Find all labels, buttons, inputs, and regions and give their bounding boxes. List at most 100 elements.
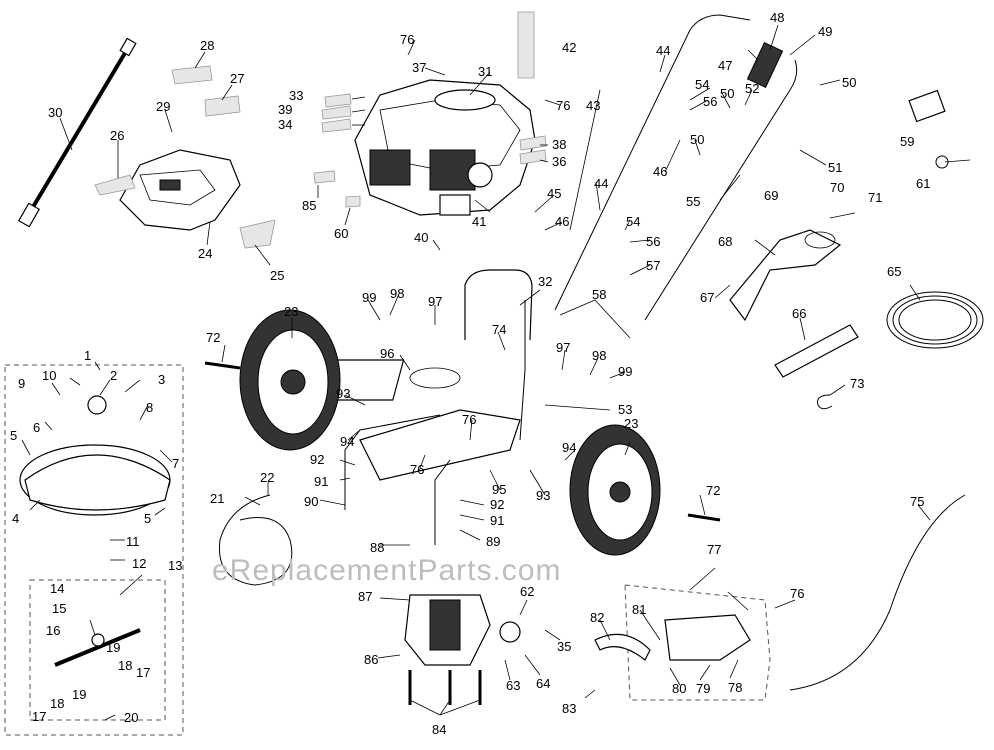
handle [554,14,798,321]
callout-69: 69 [764,188,778,203]
callout-33: 33 [289,88,303,103]
callout-47: 47 [718,58,732,73]
callout-5a: 5 [10,428,17,443]
callout-58: 58 [592,287,606,302]
spray-bar-13 [54,628,141,667]
callout-87: 87 [358,589,372,604]
callout-12: 12 [132,556,146,571]
callout-76e: 76 [790,586,804,601]
decal-39 [321,105,352,120]
callout-84: 84 [432,722,446,737]
callout-40: 40 [414,230,428,245]
callout-50b: 50 [720,86,734,101]
callout-37: 37 [412,60,426,75]
callout-55: 55 [686,194,700,209]
callout-18b: 18 [118,658,132,673]
callout-94b: 94 [562,440,576,455]
callout-63: 63 [506,678,520,693]
callout-50a: 50 [842,75,856,90]
callout-23b: 23 [624,416,638,431]
callout-17b: 17 [136,665,150,680]
callout-92b: 92 [490,497,504,512]
callout-76d: 76 [410,462,424,477]
callout-42: 42 [562,40,576,55]
callout-48: 48 [770,10,784,25]
callout-93b: 93 [536,488,550,503]
callout-9: 9 [18,376,25,391]
callout-15: 15 [52,601,66,616]
callout-86: 86 [364,652,378,667]
callout-90: 90 [304,494,318,509]
callout-2: 2 [110,368,117,383]
callout-76a: 76 [400,32,414,47]
callout-98b: 98 [592,348,606,363]
callout-62: 62 [520,584,534,599]
decal-27 [204,95,241,117]
callout-22: 22 [260,470,274,485]
callout-99b: 99 [618,364,632,379]
callout-19a: 19 [72,687,86,702]
callout-45: 45 [547,186,561,201]
callout-1: 1 [84,348,91,363]
decal-60 [345,195,361,208]
callout-91a: 91 [314,474,328,489]
callout-30: 30 [48,105,62,120]
callout-97b: 97 [556,340,570,355]
callout-85: 85 [302,198,316,213]
nozzle-59 [908,89,946,123]
wheel-left [239,309,341,451]
callout-50c: 50 [690,132,704,147]
callout-36: 36 [552,154,566,169]
callout-70: 70 [830,180,844,195]
callout-8: 8 [146,400,153,415]
callout-78: 78 [728,680,742,695]
callout-72b: 72 [706,483,720,498]
wheel-right [569,424,661,556]
callout-94a: 94 [340,434,354,449]
engine [354,79,536,216]
callout-49: 49 [818,24,832,39]
callout-21: 21 [210,491,224,506]
callout-56a: 56 [703,94,717,109]
axle-72-right [687,513,721,522]
callout-72a: 72 [206,330,220,345]
leader-lines [21,24,971,721]
watermark: eReplacementParts.com [212,554,561,587]
callout-75: 75 [910,494,924,509]
decal-26 [94,174,136,196]
callout-27: 27 [230,71,244,86]
callout-54b: 54 [626,214,640,229]
callout-35: 35 [557,639,571,654]
callout-92a: 92 [310,452,324,467]
callout-17a: 17 [32,709,46,724]
callout-52: 52 [745,81,759,96]
callout-46b: 46 [653,164,667,179]
callout-29: 29 [156,99,170,114]
callout-77: 77 [707,542,721,557]
callout-labels: 1 2 3 4 5 5 6 7 8 9 10 11 12 13 14 15 16… [10,10,930,737]
callout-60: 60 [334,226,348,241]
callout-66: 66 [792,306,806,321]
callout-74: 74 [492,322,506,337]
callout-79: 79 [696,681,710,696]
callout-26: 26 [110,128,124,143]
surface-cleaner-kit-box [4,364,184,736]
decal-38 [519,135,547,151]
callout-6: 6 [33,420,40,435]
callout-68: 68 [718,234,732,249]
callout-38: 38 [552,137,566,152]
handle-82 [594,633,651,661]
callout-88: 88 [370,540,384,555]
spray-bar-kit-box [29,579,166,721]
callout-5b: 5 [144,511,151,526]
callout-76c: 76 [462,412,476,427]
callout-39: 39 [278,102,292,117]
decal-33 [324,93,352,108]
decal-36 [519,149,547,165]
callout-89: 89 [486,534,500,549]
callout-64: 64 [536,676,550,691]
callout-99a: 99 [362,290,376,305]
callout-95: 95 [492,482,506,497]
callout-44b: 44 [594,176,608,191]
